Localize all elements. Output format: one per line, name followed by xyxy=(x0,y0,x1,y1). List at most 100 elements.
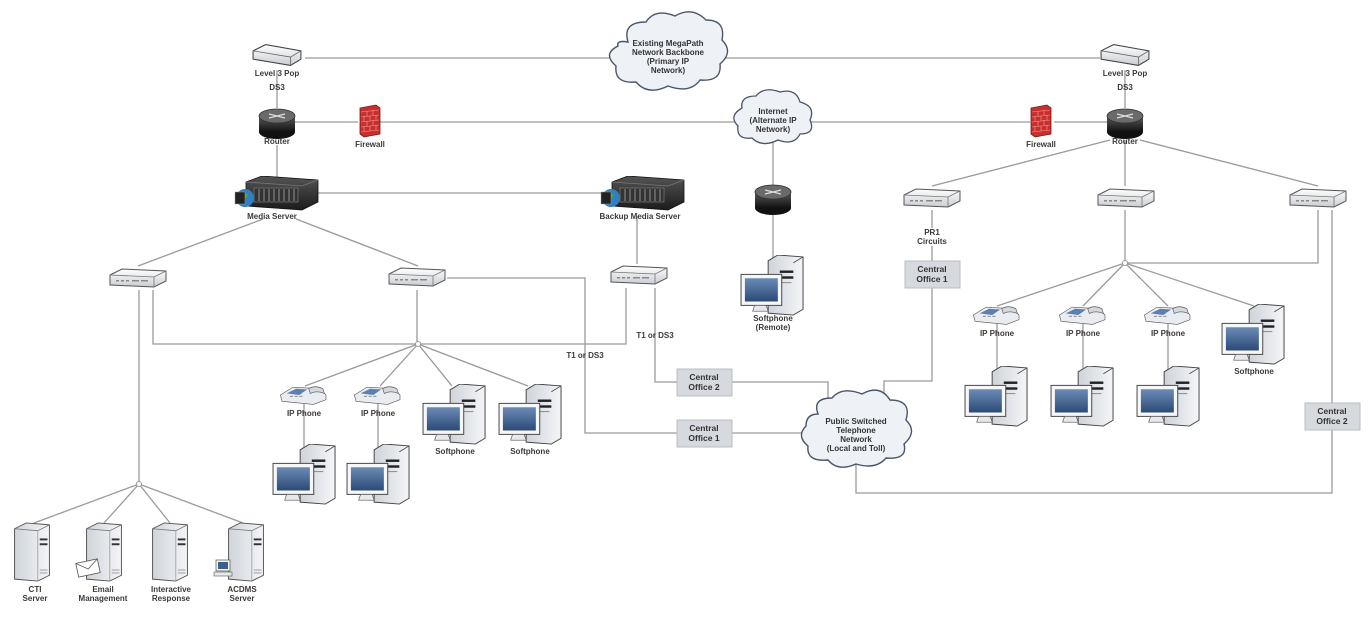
link-hub-ivr xyxy=(138,483,171,524)
right-pop-label: Level 3 Pop xyxy=(1103,69,1148,78)
right-firewall-label: Firewall xyxy=(1026,140,1056,149)
remote-softphone-line-1: Softphone xyxy=(753,314,793,323)
cloud-pstn: Public Switched Telephone Network (Local… xyxy=(800,389,913,468)
link-hub-r-softphone xyxy=(1124,262,1255,307)
right-co2-line-1: Central xyxy=(1317,406,1346,416)
media-server: Media Server xyxy=(234,176,319,221)
left-router-label: Router xyxy=(264,137,290,146)
interactive-response-server: Interactive Response xyxy=(151,522,192,603)
firewall-icon xyxy=(359,104,381,138)
link-router-switch-d xyxy=(931,139,1111,187)
pop-icon xyxy=(1100,44,1150,66)
cloud-megapath: Existing MegaPath Network Backbone (Prim… xyxy=(608,11,729,91)
server-icon xyxy=(14,522,50,582)
left-co1-line-1: Central xyxy=(689,423,718,433)
link-switch-c-hub xyxy=(418,288,627,345)
softphone-computer-icon xyxy=(740,255,804,316)
left-ip-phone-1: IP Phone xyxy=(279,386,327,418)
backup-media-server-label: Backup Media Server xyxy=(600,212,681,221)
left-co1-line-2: Office 1 xyxy=(688,433,719,443)
trunk-label-backup: T1 or DS3 xyxy=(636,331,674,340)
cloud-megapath-line-1: Existing MegaPath xyxy=(632,39,703,48)
switch-icon xyxy=(1289,188,1347,208)
left-softphone-1-label: Softphone xyxy=(435,447,475,456)
ip-phone-icon xyxy=(972,306,1020,325)
link-co2-right-pstn xyxy=(855,428,1333,494)
backup-media-server-icon xyxy=(600,176,685,211)
link-router-switch-f xyxy=(1139,139,1319,187)
cloud-megapath-line-4: Network) xyxy=(651,66,686,75)
right-ip-phone-1-label: IP Phone xyxy=(980,329,1015,338)
left-co2-line-1: Central xyxy=(689,372,718,382)
acdms-server: ACDMS Server xyxy=(213,522,264,603)
remote-softphone: Softphone (Remote) xyxy=(740,255,804,332)
cti-server-line-1: CTI xyxy=(29,585,42,594)
switch-icon xyxy=(610,265,668,285)
junction-hub-right xyxy=(1122,260,1128,266)
cloud-pstn-line-1: Public Switched xyxy=(825,417,886,426)
left-co2-line-2: Office 2 xyxy=(688,382,719,392)
media-server-icon xyxy=(234,176,319,211)
link-hub-phone-1 xyxy=(304,343,419,387)
link-switch-a-hub xyxy=(152,290,418,345)
switch-icon xyxy=(903,188,961,208)
remote-softphone-line-2: (Remote) xyxy=(756,323,791,332)
email-server-line-1: Email xyxy=(92,585,113,594)
right-ip-phone-2-label: IP Phone xyxy=(1066,329,1101,338)
router-icon xyxy=(1106,108,1144,140)
left-central-office-2: Central Office 2 xyxy=(676,368,733,397)
link-hub-r-phone-1 xyxy=(996,262,1126,307)
email-management-server: Email Management xyxy=(75,522,128,603)
right-co2-line-2: Office 2 xyxy=(1316,416,1347,426)
softphone-computer-icon xyxy=(498,384,562,445)
switch-icon xyxy=(109,268,167,288)
firewall-icon xyxy=(1030,104,1052,138)
left-ip-phone-2: IP Phone xyxy=(353,386,401,418)
desktop-computer-icon xyxy=(1050,366,1114,427)
right-ip-phone-2: IP Phone xyxy=(1058,306,1106,338)
left-softphone-2-label: Softphone xyxy=(510,447,550,456)
email-server-line-2: Management xyxy=(79,594,128,603)
softphone-computer-icon xyxy=(1221,304,1285,365)
junction-hub-left xyxy=(415,341,421,347)
right-router: Router xyxy=(1106,108,1144,146)
softphone-computer-icon xyxy=(422,384,486,445)
link-media-switch-b xyxy=(295,218,419,267)
switch-icon xyxy=(1097,188,1155,208)
link-switch-c-co2 xyxy=(654,288,678,383)
backup-media-server: Backup Media Server xyxy=(600,176,685,221)
ivr-server-line-1: Interactive xyxy=(151,585,192,594)
left-level3-pop: Level 3 Pop DS3 xyxy=(252,44,302,92)
trunk-label-primary: T1 or DS3 xyxy=(566,351,604,360)
cti-server-line-2: Server xyxy=(23,594,48,603)
right-ip-phone-3-label: IP Phone xyxy=(1151,329,1186,338)
right-ip-phone-1: IP Phone xyxy=(972,306,1020,338)
ip-phone-icon xyxy=(353,386,401,405)
desktop-computer-icon xyxy=(346,444,410,505)
link-co2-pstn xyxy=(731,381,829,403)
cloud-internet-line-2: (Alternate IP xyxy=(749,116,797,125)
cti-server: CTI Server xyxy=(14,522,50,603)
cloud-pstn-line-2: Telephone xyxy=(836,426,876,435)
pop-icon xyxy=(252,44,302,66)
junction-hub-servers xyxy=(136,481,142,487)
router-icon xyxy=(754,184,792,216)
right-router-label: Router xyxy=(1112,137,1138,146)
link-hub-acdms xyxy=(138,483,244,524)
right-co1-line-1: Central xyxy=(917,264,946,274)
ip-phone-icon xyxy=(279,386,327,405)
right-central-office-2: Central Office 2 xyxy=(1304,402,1361,431)
link-media-switch-a xyxy=(137,218,264,267)
link-hub-r-phone-2 xyxy=(1082,262,1126,307)
cloud-internet-line-1: Internet xyxy=(758,107,788,116)
left-router: Router xyxy=(258,108,296,146)
left-ip-phone-1-label: IP Phone xyxy=(287,409,322,418)
envelope-icon xyxy=(75,558,101,578)
link-co1-right-pstn xyxy=(883,285,933,405)
cloud-internet: Internet (Alternate IP Network) xyxy=(733,89,813,145)
switch-icon xyxy=(388,267,446,287)
right-softphone-label: Softphone xyxy=(1234,367,1274,376)
acd-server-icon xyxy=(228,522,264,582)
right-co1-line-2: Office 1 xyxy=(916,274,947,284)
right-central-office-1: Central Office 1 xyxy=(904,260,961,289)
